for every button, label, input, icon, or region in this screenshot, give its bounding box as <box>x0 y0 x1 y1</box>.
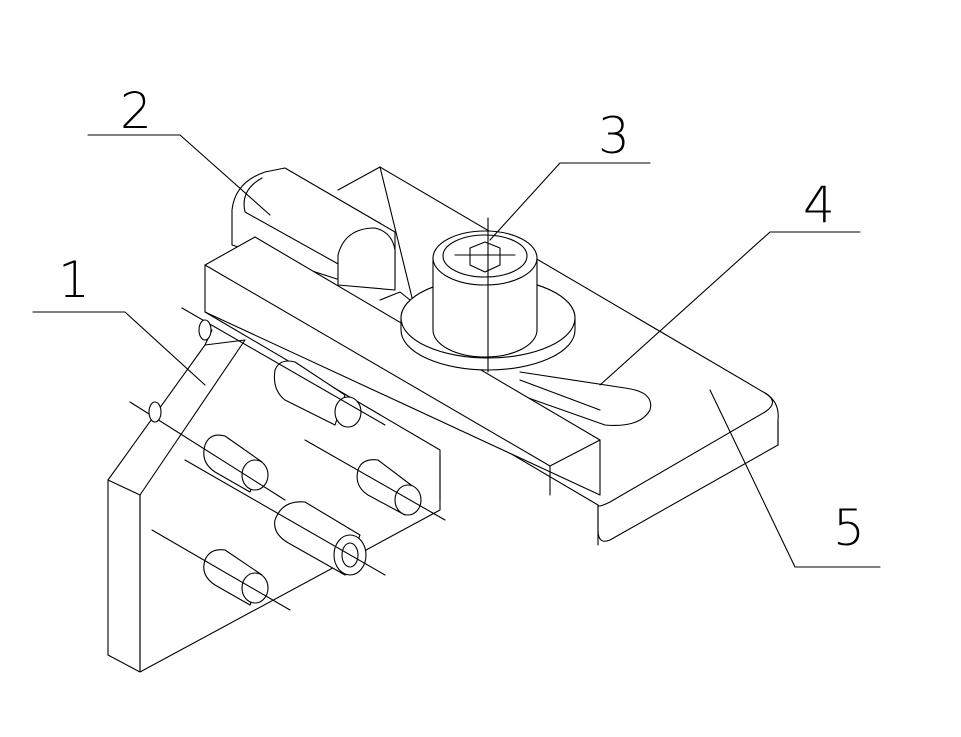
slot <box>499 371 652 426</box>
hex-socket-icon <box>469 241 501 273</box>
pin <box>304 439 446 521</box>
leader-3 <box>489 162 651 241</box>
pin <box>151 529 291 611</box>
pin-end <box>198 319 212 341</box>
pin <box>181 307 386 428</box>
callout-label-1: 1 <box>58 251 90 309</box>
callout-label-3: 3 <box>598 107 630 165</box>
leader-lines <box>32 134 881 568</box>
pin-end <box>148 401 162 423</box>
bracket-bar <box>204 236 601 501</box>
leader-5 <box>709 389 881 568</box>
pin <box>184 459 386 576</box>
pins <box>129 307 446 611</box>
callout-label-2: 2 <box>120 82 152 140</box>
socket-head-bolt <box>400 217 576 373</box>
leader-2 <box>87 134 271 216</box>
leader-4 <box>599 231 861 386</box>
callout-label-4: 4 <box>803 176 835 234</box>
leader-1 <box>32 311 206 386</box>
pin <box>129 401 286 501</box>
callout-label-5: 5 <box>833 499 865 557</box>
